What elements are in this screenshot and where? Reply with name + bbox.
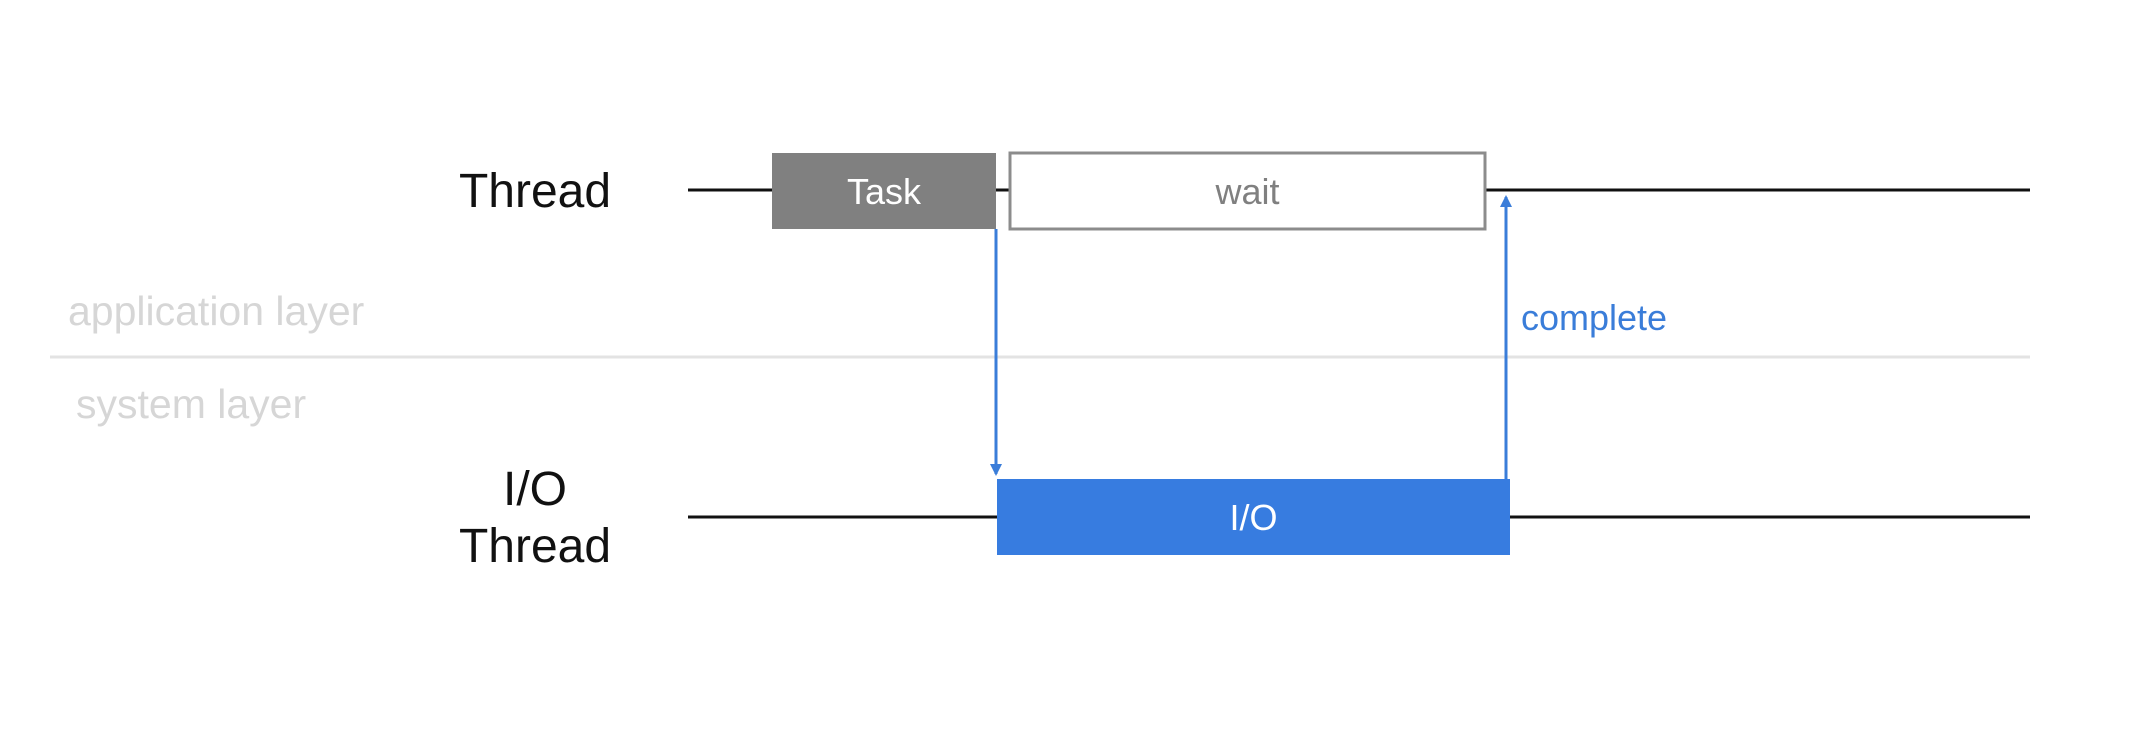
- io-box-label: I/O: [1229, 497, 1278, 538]
- io-thread-label-line2: Thread: [458, 520, 612, 573]
- task-box-label: Task: [846, 171, 922, 212]
- wait-box: [1008, 151, 1487, 231]
- application-layer-label: application layer: [68, 288, 365, 334]
- io-box: [997, 479, 1510, 555]
- complete-label: complete: [1521, 297, 1668, 338]
- thread-label: Thread: [458, 165, 612, 218]
- wait-box-label: wait: [1215, 171, 1280, 212]
- system-layer-label: system layer: [76, 381, 307, 427]
- io-thread-label-line1: I/O: [502, 463, 567, 516]
- task-box: [772, 153, 996, 229]
